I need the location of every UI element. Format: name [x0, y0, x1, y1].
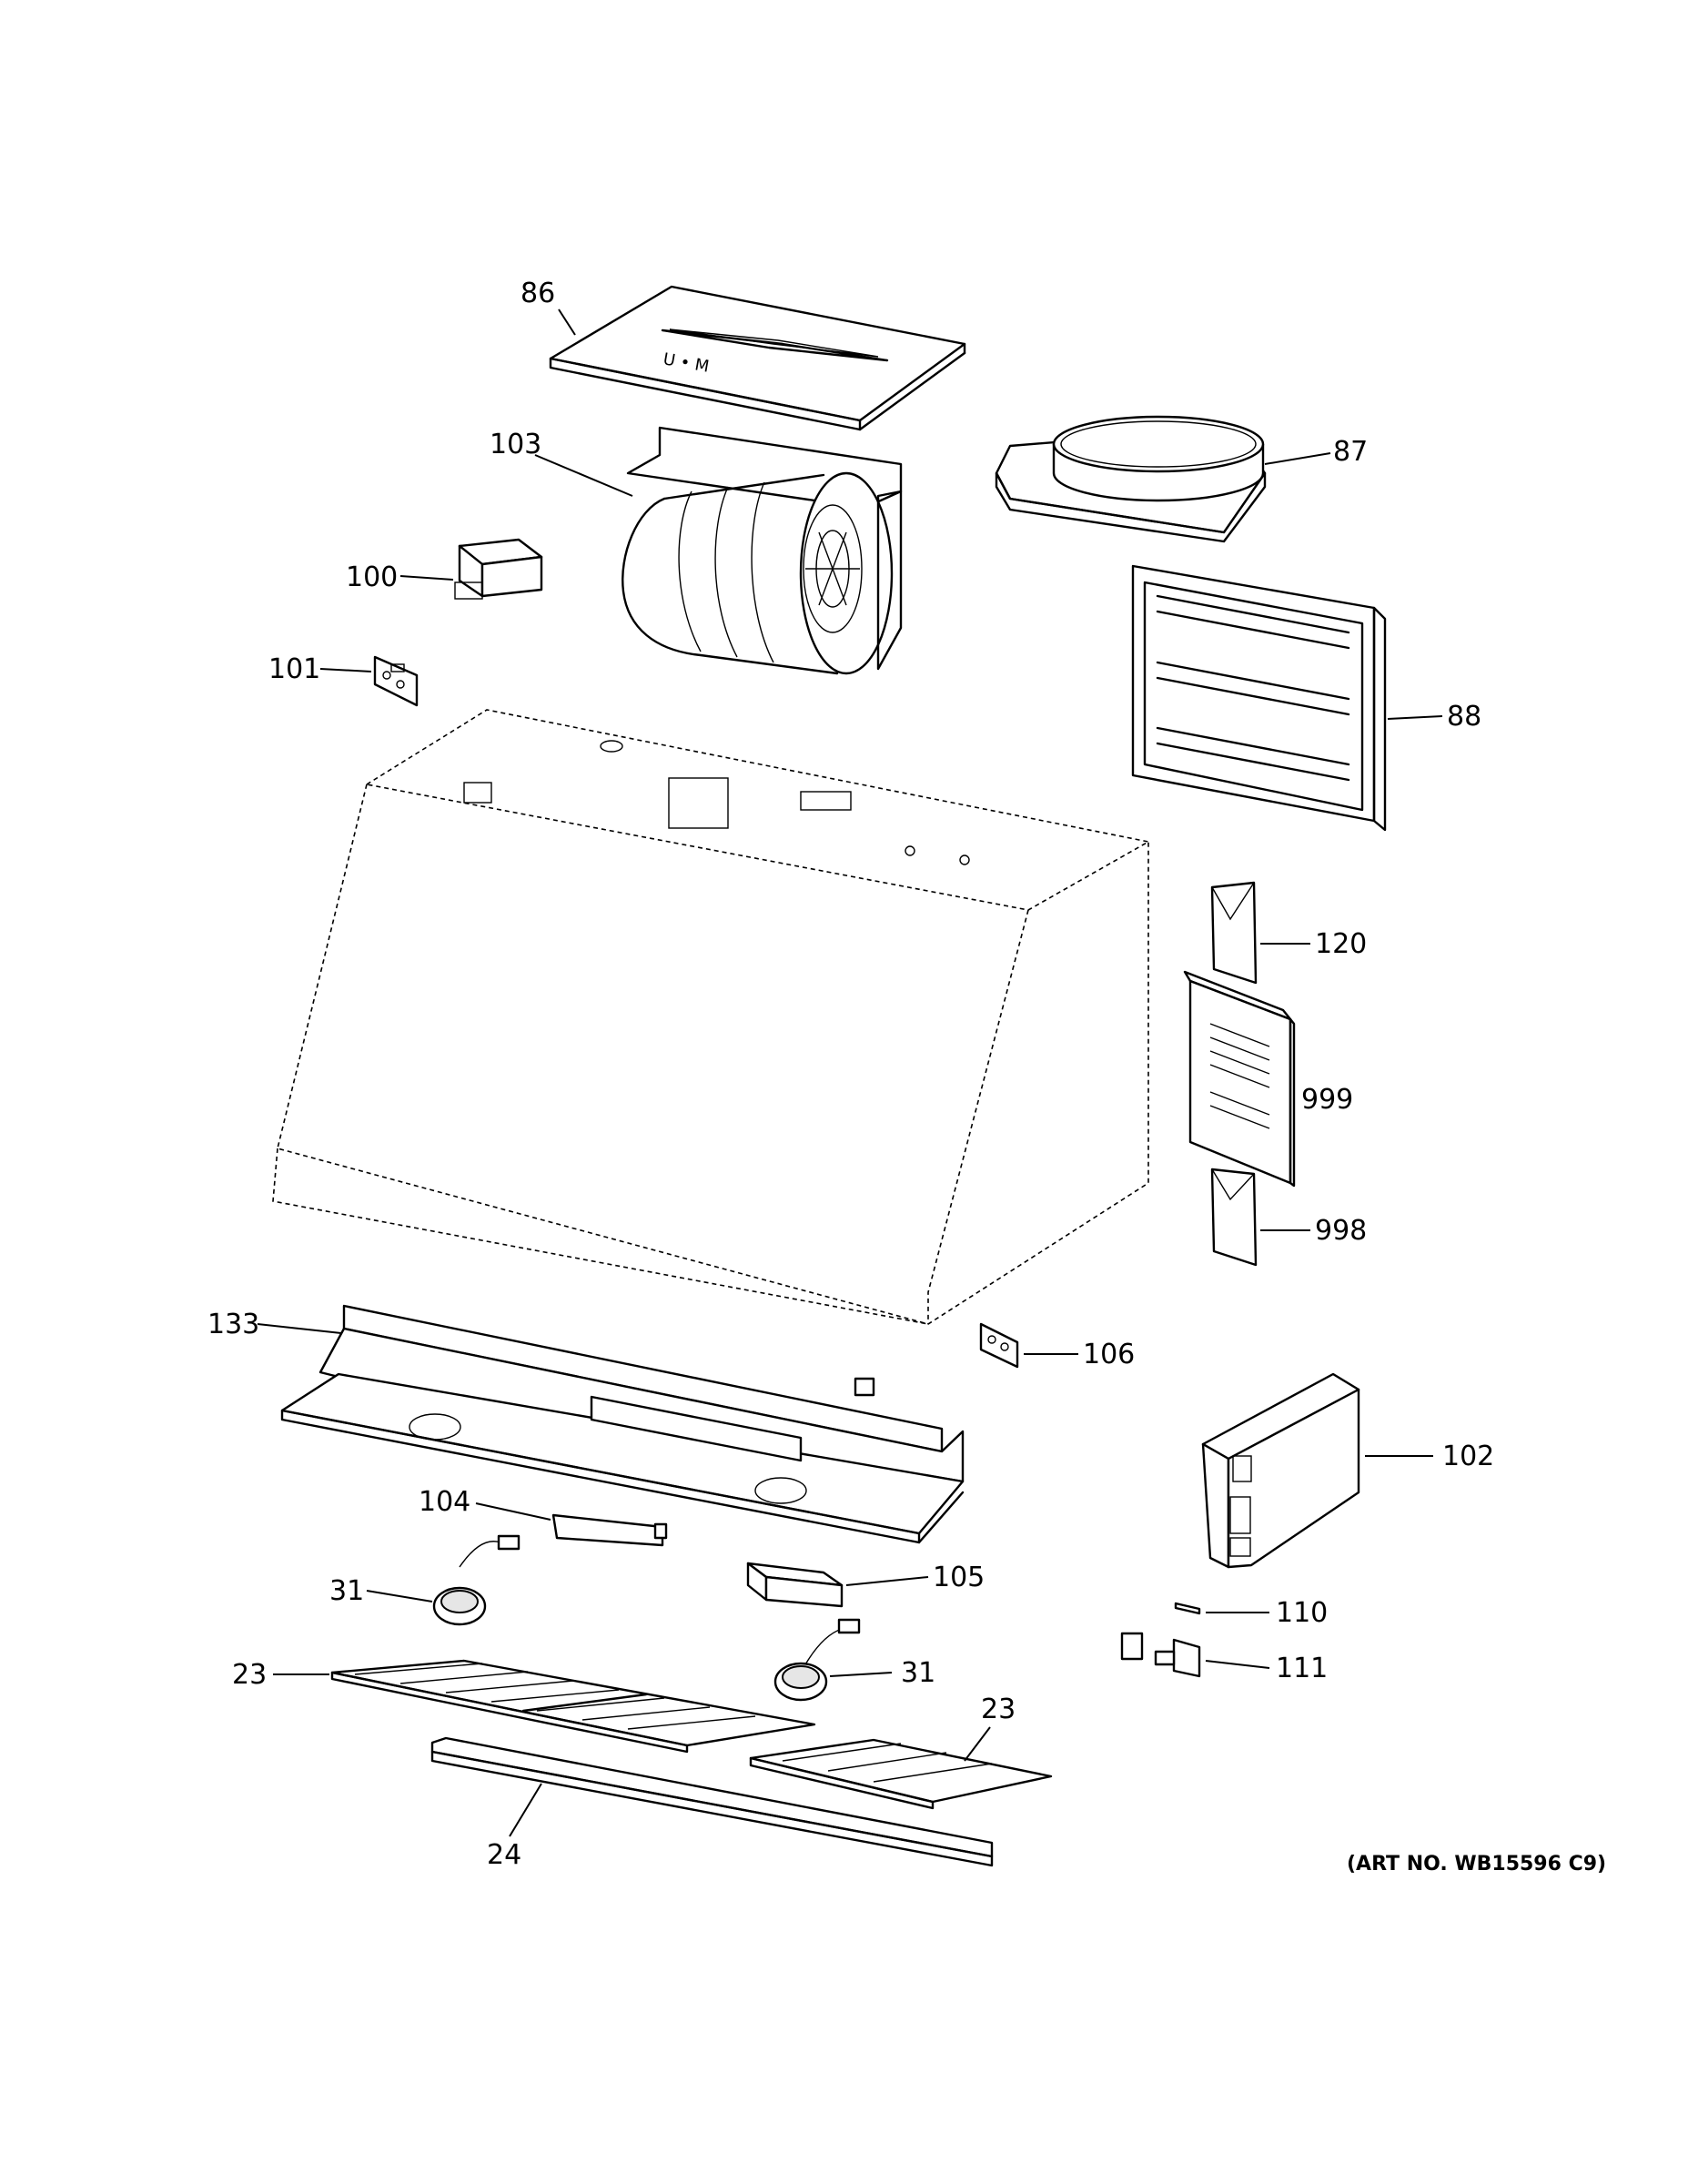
callout-103: 103 [490, 429, 541, 460]
part-103-blower [622, 426, 903, 675]
part-111-switch [1120, 1632, 1201, 1678]
part-24-front-trim [430, 1736, 994, 1867]
callout-24: 24 [487, 1839, 521, 1871]
callout-106: 106 [1083, 1339, 1135, 1370]
callout-101: 101 [268, 653, 320, 685]
callout-999: 999 [1301, 1084, 1353, 1116]
part-88-damper-panel [1131, 564, 1387, 832]
callout-102: 102 [1442, 1441, 1494, 1472]
art-number: (ART NO. WB15596 C9) [1347, 1853, 1606, 1876]
part-110-connector [1174, 1602, 1201, 1615]
part-101-board [373, 655, 419, 707]
callout-86: 86 [521, 278, 555, 309]
callout-31-left: 31 [329, 1575, 364, 1607]
part-120-envelope [1210, 881, 1258, 985]
callout-labels: 86 103 87 100 101 88 120 999 998 133 106… [207, 278, 1494, 1871]
part-102-control-box [1201, 1372, 1360, 1569]
callout-120: 120 [1315, 928, 1367, 960]
callout-111: 111 [1276, 1653, 1328, 1684]
callout-23-left: 23 [232, 1659, 267, 1691]
callout-105: 105 [933, 1562, 985, 1593]
part-104-light-board [551, 1513, 668, 1547]
leader-lines [257, 308, 1443, 1837]
part-133-bottom-tray [280, 1304, 965, 1544]
part-31-light-left [432, 1534, 521, 1626]
part-105-light-driver [746, 1562, 844, 1608]
part-100-module [454, 538, 543, 600]
hood-body-outline [272, 709, 1151, 1325]
callout-100: 100 [346, 561, 398, 593]
callout-110: 110 [1276, 1597, 1328, 1629]
callout-87: 87 [1333, 436, 1368, 468]
part-86-top-plate: U • M [549, 285, 966, 431]
part-998-envelope [1210, 1168, 1258, 1267]
callout-133: 133 [207, 1309, 259, 1340]
part-87-duct-collar [995, 415, 1267, 543]
callout-23-right: 23 [981, 1694, 1016, 1725]
part-23-filter-small [749, 1738, 1053, 1810]
part-31-light-right [773, 1618, 861, 1702]
part-23-filter-large [330, 1659, 816, 1754]
part-999-manual [1183, 970, 1296, 1188]
callout-88: 88 [1447, 701, 1481, 733]
callout-31-right: 31 [901, 1657, 935, 1689]
part-106-board [979, 1322, 1019, 1369]
callout-104: 104 [419, 1486, 470, 1518]
callout-998: 998 [1315, 1215, 1367, 1247]
